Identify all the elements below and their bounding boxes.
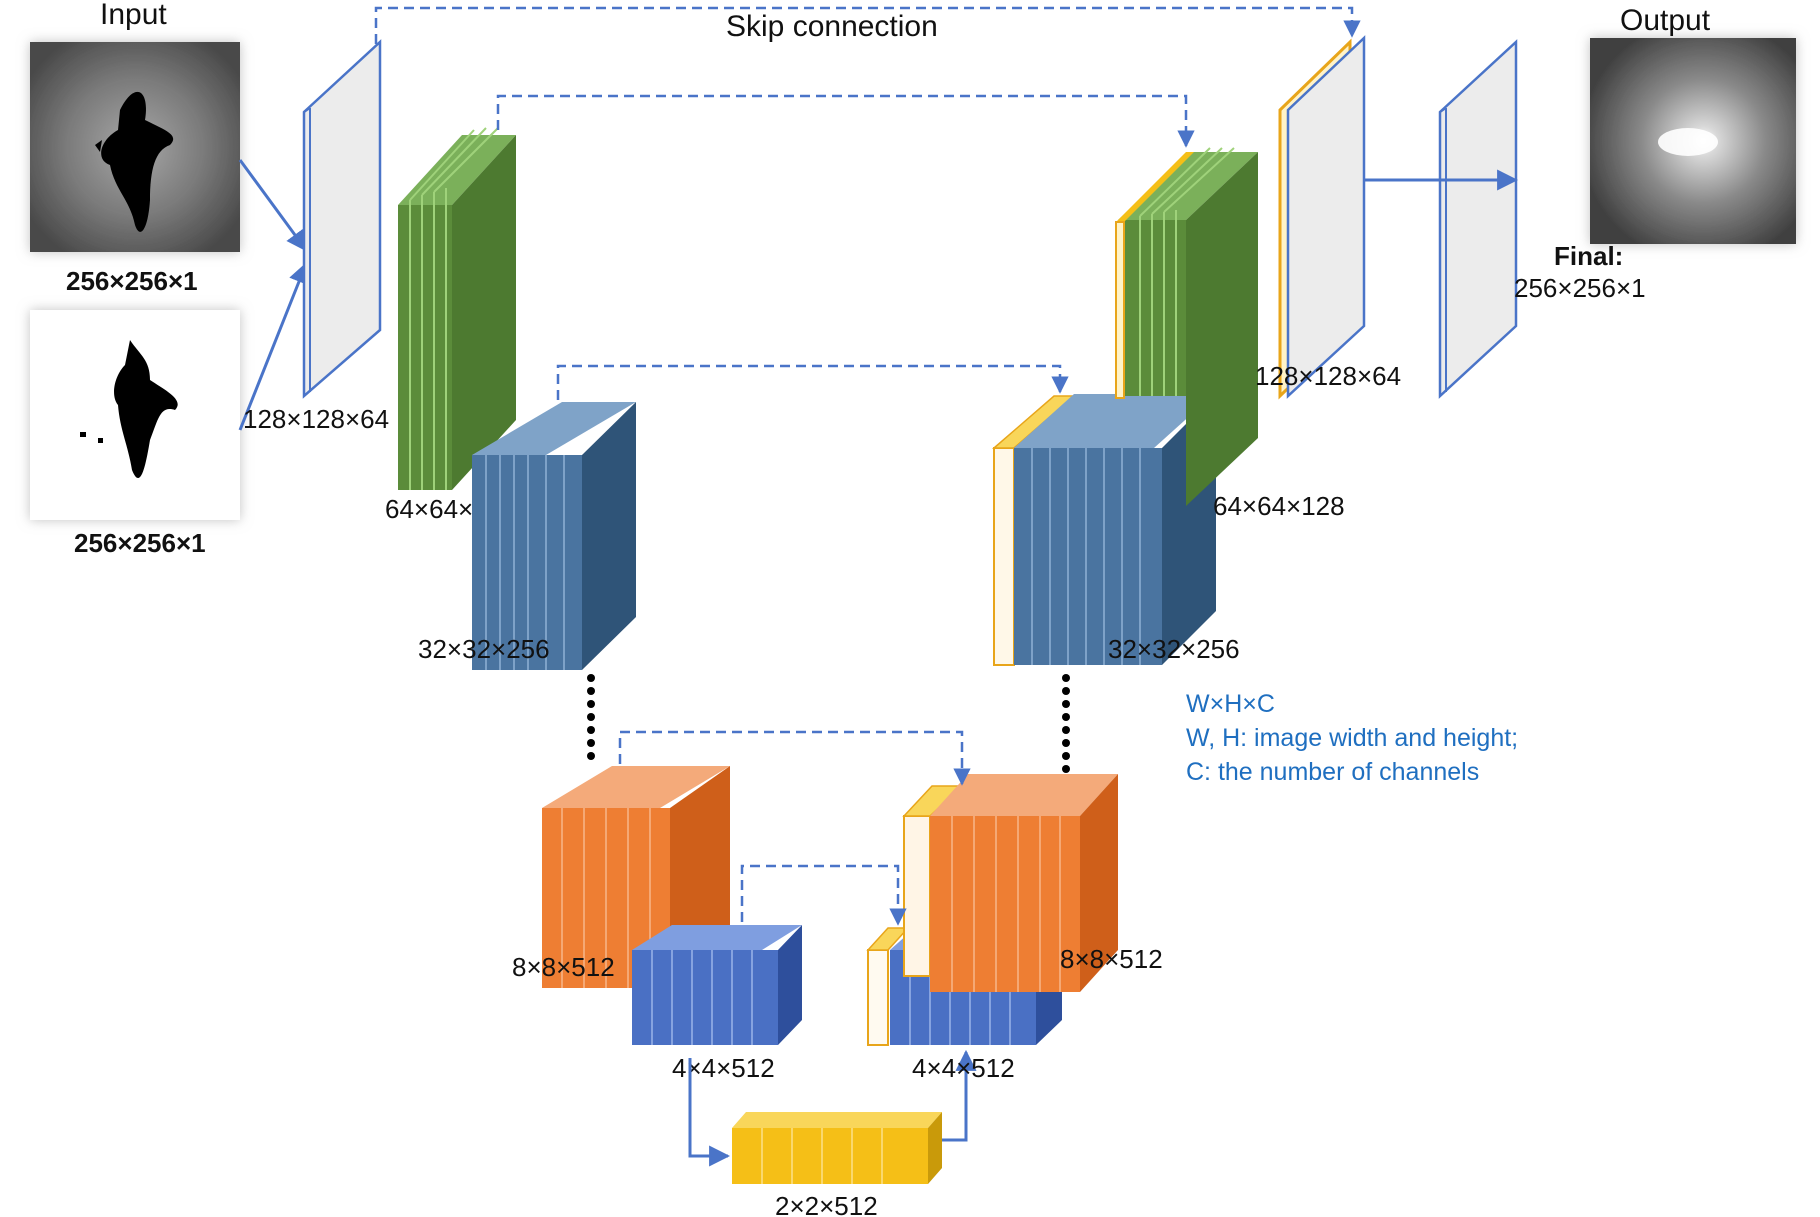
dec-conv3-block — [991, 394, 1216, 666]
dec-conv4-block — [902, 774, 1118, 992]
dec-conv5-label: 4×4×512 — [912, 1053, 1015, 1083]
output-image — [1590, 38, 1796, 244]
dec-dotted-connector — [1062, 674, 1070, 773]
legend-line1: W×H×C — [1186, 690, 1275, 718]
down-to-bottleneck-arrow — [688, 1058, 731, 1167]
dec-conv1-plane — [1278, 35, 1366, 400]
up-from-bottleneck-arrow — [942, 1049, 977, 1142]
input-image-dim-label: 256×256×1 — [66, 266, 198, 296]
enc-conv1-plane — [302, 39, 382, 399]
skip-connection-level4 — [618, 730, 971, 786]
enc-conv5-block — [632, 925, 802, 1045]
skip-connection-title: Skip connection — [726, 10, 938, 43]
dec-conv2-stack — [1115, 147, 1258, 506]
input-mask-dim-label: 256×256×1 — [74, 528, 206, 558]
dec-conv2-label: 64×64×128 — [1213, 491, 1345, 521]
output-title: Output — [1620, 4, 1711, 37]
input-mask-image — [30, 310, 240, 520]
bottleneck-label: 2×2×512 — [775, 1191, 878, 1217]
skip-connection-level1 — [374, 6, 1361, 44]
bottleneck-block — [732, 1112, 942, 1184]
dec-conv1-label: 128×128×64 — [1255, 361, 1401, 391]
input-title: Input — [100, 0, 167, 31]
enc-conv2-stack — [398, 127, 516, 490]
skip-connection-level3 — [556, 364, 1069, 400]
input-magnetogram-image — [30, 42, 240, 252]
skip-connection-level5 — [740, 864, 907, 926]
enc-conv1-label: 128×128×64 — [243, 404, 389, 434]
legend-line2: W, H: image width and height; — [1186, 724, 1518, 752]
enc-conv3-label: 32×32×256 — [418, 634, 550, 664]
enc-conv4-label: 8×8×512 — [512, 952, 615, 982]
skip-connection-level2 — [496, 94, 1195, 148]
input-image-arrow — [238, 159, 308, 252]
final-prefix-label: Final: — [1554, 241, 1623, 271]
final-dim-label: 256×256×1 — [1514, 273, 1646, 303]
dec-conv3-label: 32×32×256 — [1108, 634, 1240, 664]
enc-conv5-label: 4×4×512 — [672, 1053, 775, 1083]
enc-conv3-block — [472, 402, 636, 670]
final-output-plane — [1438, 39, 1518, 399]
dec-conv4-label: 8×8×512 — [1060, 944, 1163, 974]
input-mask-arrow — [238, 262, 309, 431]
legend-line3: C: the number of channels — [1186, 758, 1479, 786]
enc-dotted-connector — [587, 674, 595, 760]
